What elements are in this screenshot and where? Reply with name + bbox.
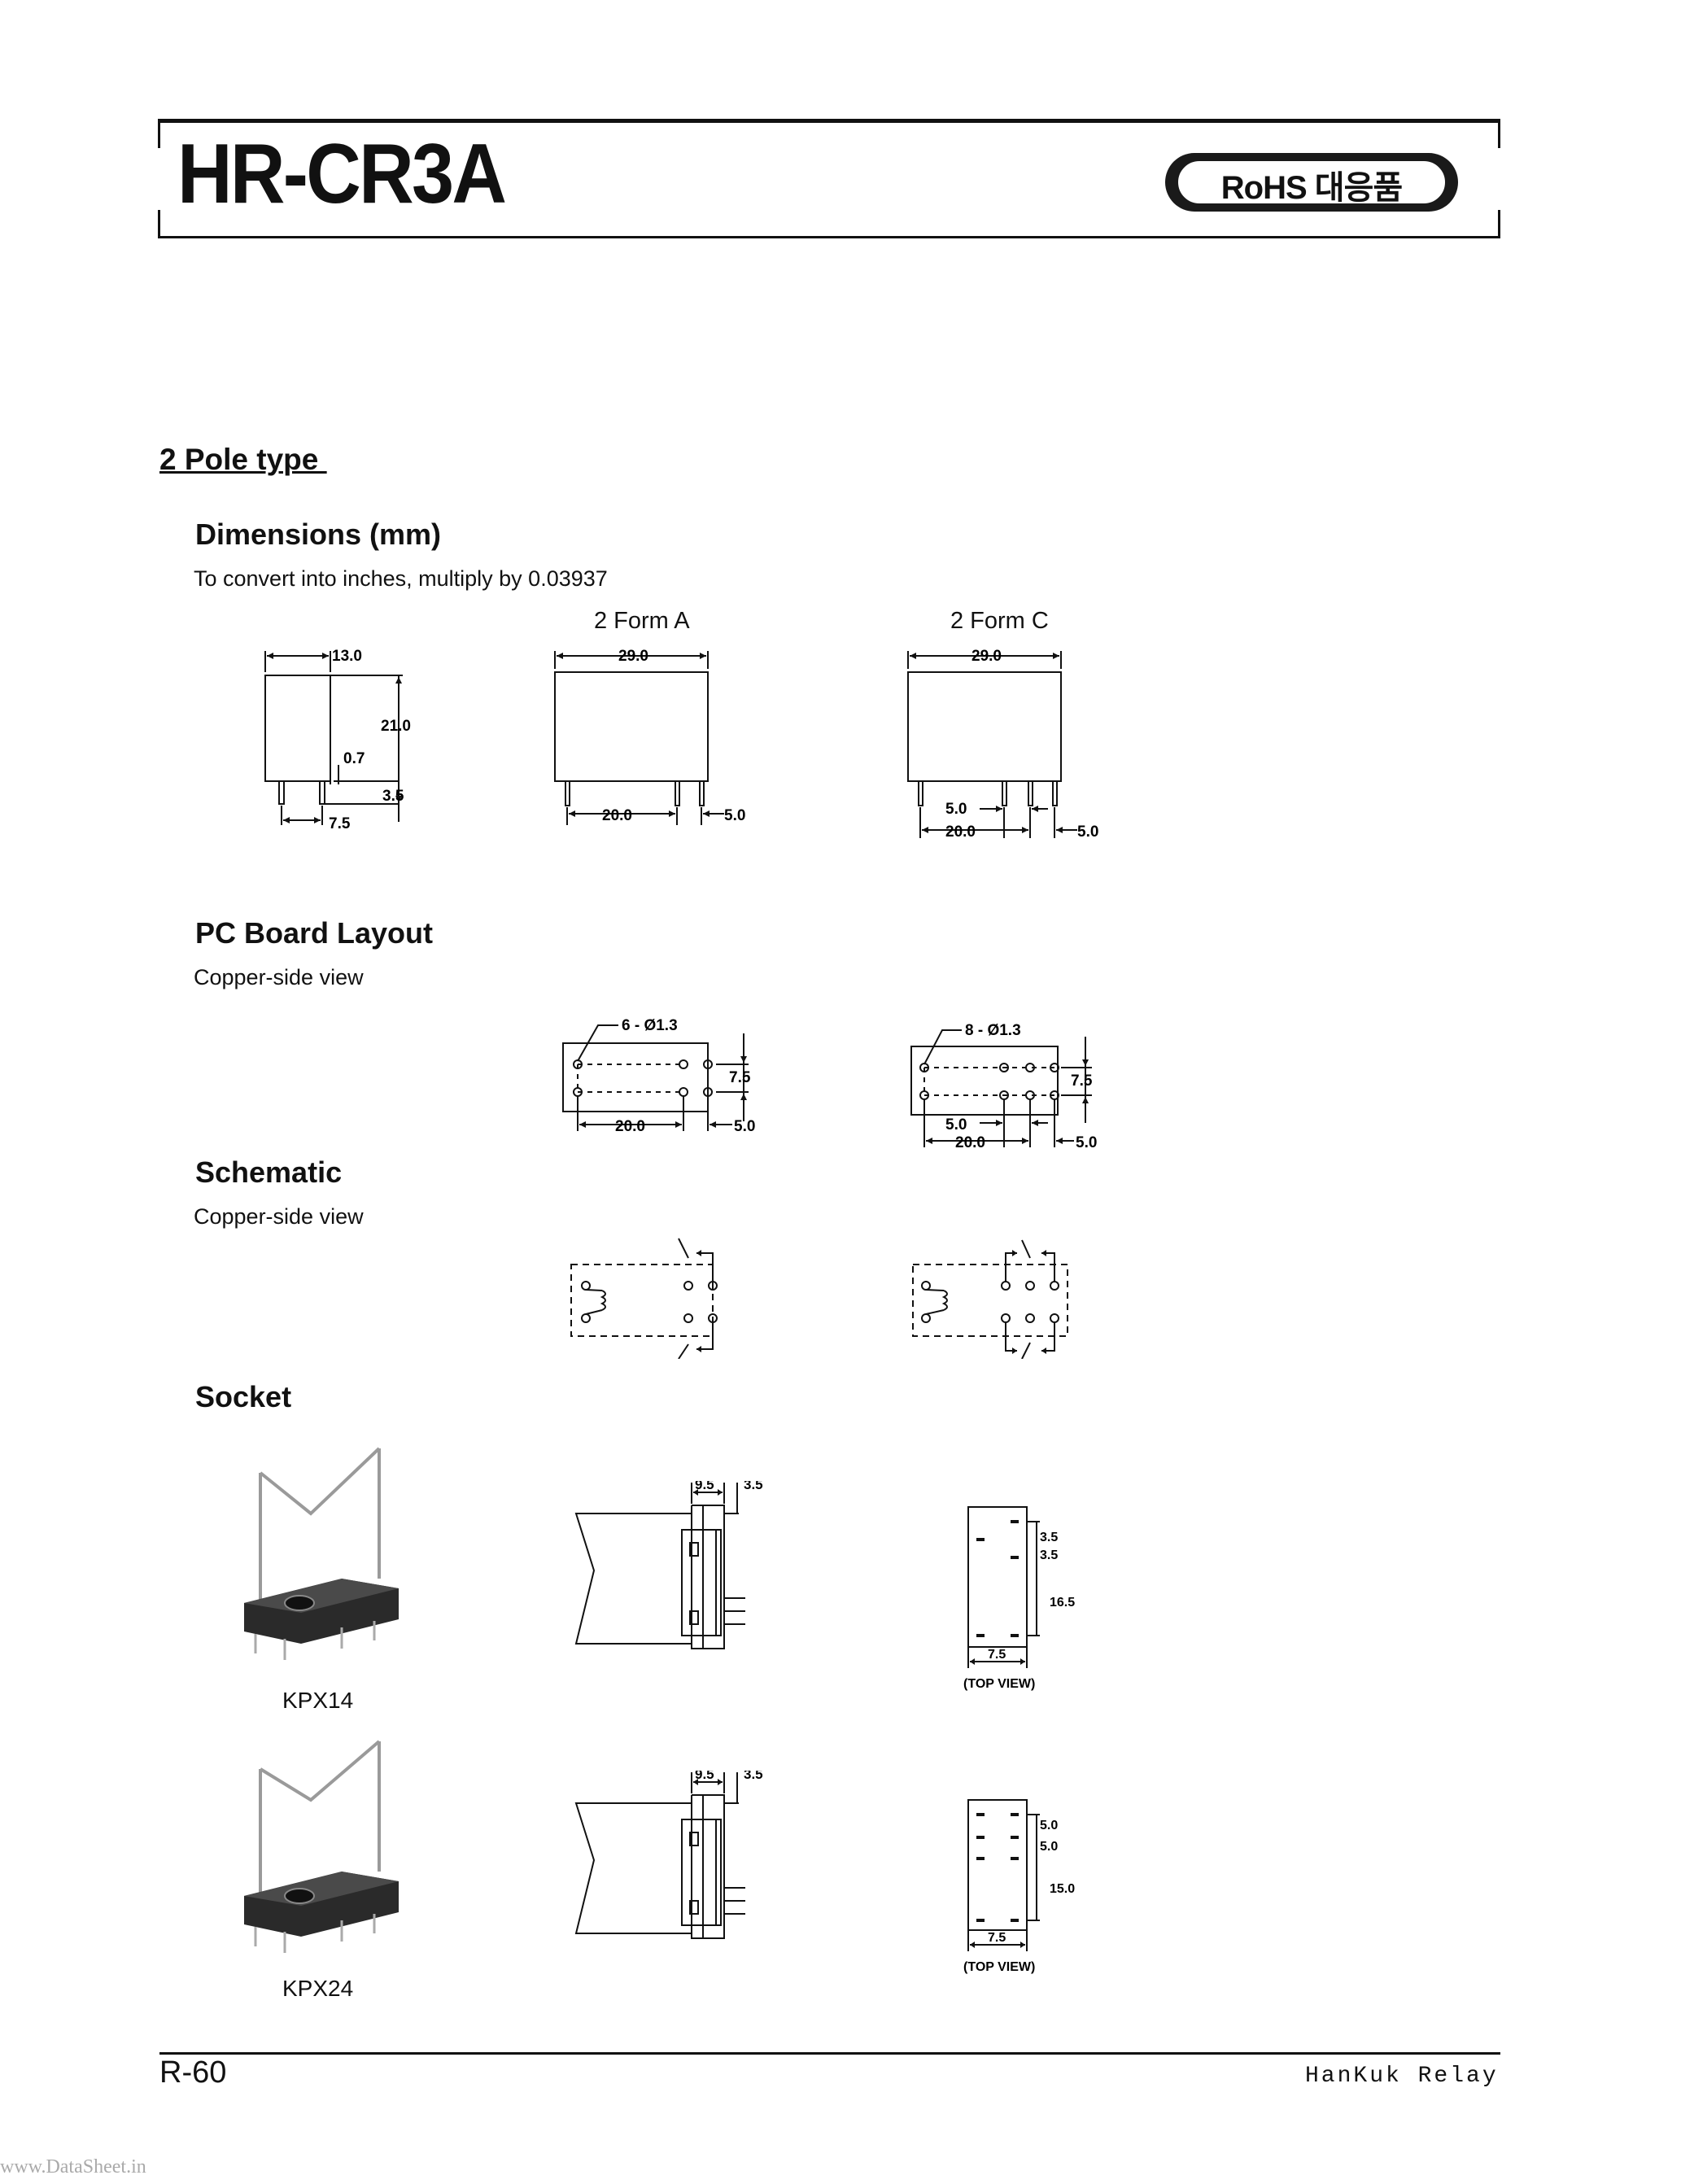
form-a-pitch-label: 20.0	[602, 807, 632, 824]
side-view-drawing: 13.0 21.0 0.7 3.5 7.5	[264, 648, 411, 832]
schematic-form-a-drawing	[570, 1238, 718, 1359]
header-right-tick-bottom	[1498, 210, 1500, 238]
socket-kpx14-top-1: 3.5	[1040, 1531, 1058, 1544]
rohs-badge-label: RoHS 대응품	[1220, 170, 1403, 206]
socket-kpx24-dim-a: 9.5	[695, 1771, 714, 1782]
footer-rule	[159, 2052, 1500, 2055]
socket-kpx14-top-3: 16.5	[1050, 1596, 1075, 1610]
pcb-form-c-drawing: 8 - Ø1.3 7.5 5.0 20.0 5.0	[910, 1022, 1097, 1151]
section-heading: 2 Pole type	[159, 443, 327, 476]
side-pin-width-label: 0.7	[343, 750, 365, 767]
form-c-drawing: 29.0 5.0 20.0 5.0	[907, 648, 1098, 841]
schematic-note: Copper-side view	[194, 1204, 364, 1229]
socket-kpx24-top-1: 5.0	[1040, 1819, 1058, 1832]
form-c-edge-label: 5.0	[1077, 823, 1098, 841]
socket-kpx14-top-drawing: 3.5 3.5 16.5 7.5 (TOP VIEW)	[963, 1506, 1075, 1691]
schematic-form-c-drawing	[912, 1239, 1068, 1359]
side-height-label: 21.0	[381, 718, 411, 735]
pcb-form-c-holes-label: 8 - Ø1.3	[965, 1022, 1021, 1039]
socket-kpx24-top-drawing: 5.0 5.0 15.0 7.5 (TOP VIEW)	[963, 1799, 1075, 1974]
form-a-drawing: 29.0 20.0 5.0	[554, 648, 745, 825]
pcb-form-c-row-label: 7.5	[1071, 1072, 1093, 1090]
pcb-form-a-row-label: 7.5	[729, 1069, 751, 1086]
form-a-label: 2 Form A	[594, 608, 690, 634]
footer-company: HanKuk Relay	[1305, 2064, 1499, 2089]
form-c-pitch-label: 20.0	[945, 823, 976, 841]
socket-kpx14-photo	[244, 1447, 399, 1660]
form-c-pitch-small-label: 5.0	[945, 801, 967, 818]
socket-heading: Socket	[195, 1380, 292, 1413]
header-bottom-rule	[158, 236, 1500, 238]
socket-kpx14-top-view-label: (TOP VIEW)	[963, 1677, 1035, 1691]
rohs-badge: RoHS 대응품	[1165, 153, 1458, 212]
socket-kpx14-dim-b: 3.5	[744, 1481, 763, 1492]
pcb-form-c-edge-label: 5.0	[1076, 1134, 1097, 1151]
socket-kpx14-name: KPX14	[282, 1688, 354, 1713]
form-a-edge-label: 5.0	[724, 807, 745, 824]
side-pitch-label: 7.5	[329, 815, 351, 832]
socket-kpx24-top-view-label: (TOP VIEW)	[963, 1960, 1035, 1974]
socket-kpx24-photo	[244, 1740, 399, 1953]
rohs-badge-inner	[1177, 159, 1447, 205]
socket-kpx24-side-drawing: 9.5 3.5	[574, 1771, 763, 1939]
socket-kpx24-top-pitch: 7.5	[988, 1931, 1006, 1945]
pcb-form-a-edge-label: 5.0	[734, 1118, 755, 1135]
side-pin-length-label: 3.5	[382, 788, 404, 805]
socket-kpx14-top-pitch: 7.5	[988, 1648, 1006, 1662]
socket-kpx24-name: KPX24	[282, 1976, 354, 2001]
dimensions-heading: Dimensions (mm)	[195, 518, 442, 551]
form-c-length-label: 29.0	[971, 648, 1002, 665]
pcb-form-a-holes-label: 6 - Ø1.3	[622, 1017, 678, 1034]
socket-kpx24-top-3: 15.0	[1050, 1882, 1075, 1896]
socket-kpx14-dim-a: 9.5	[695, 1481, 714, 1492]
pcb-form-a-drawing: 6 - Ø1.3 7.5 20.0 5.0	[562, 1017, 755, 1135]
pcb-heading: PC Board Layout	[195, 916, 434, 950]
socket-kpx24-dim-b: 3.5	[744, 1771, 763, 1782]
schematic-heading: Schematic	[195, 1155, 343, 1189]
pcb-form-c-pitch-label: 20.0	[955, 1134, 985, 1151]
socket-kpx14-top-2: 3.5	[1040, 1548, 1058, 1562]
form-c-label: 2 Form C	[950, 608, 1049, 634]
socket-kpx14-side-drawing: 9.5 3.5	[574, 1481, 763, 1649]
footer-page-number: R-60	[159, 2055, 227, 2090]
side-width-label: 13.0	[332, 648, 362, 665]
pcb-form-c-pitch-small-label: 5.0	[945, 1116, 967, 1133]
socket-kpx24-top-2: 5.0	[1040, 1840, 1058, 1854]
header-left-tick-bottom	[158, 210, 160, 238]
header-right-tick-top	[1498, 119, 1500, 148]
header-left-tick-top	[158, 119, 160, 148]
pcb-note: Copper-side view	[194, 965, 364, 989]
footer-watermark: www.DataSheet.in	[0, 2156, 146, 2177]
form-a-length-label: 29.0	[618, 648, 648, 665]
page-title: HR-CR3A	[177, 127, 507, 221]
header-top-rule	[158, 119, 1500, 123]
dimensions-note: To convert into inches, multiply by 0.03…	[194, 566, 608, 591]
pcb-form-a-pitch-label: 20.0	[615, 1118, 645, 1135]
